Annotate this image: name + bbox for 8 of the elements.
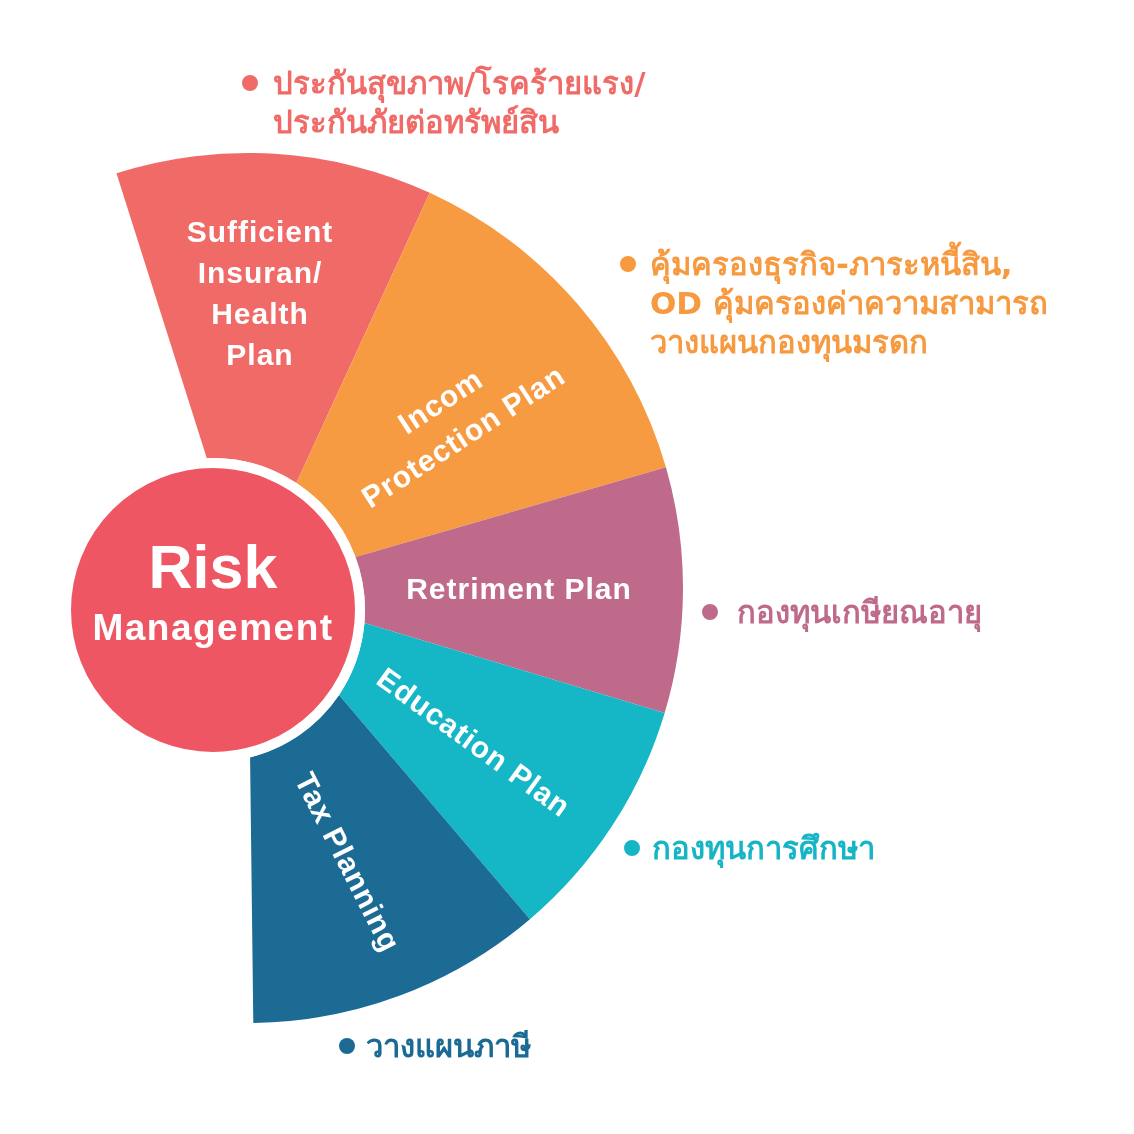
circle-subtitle: Management	[92, 607, 334, 649]
circle-title: Risk	[148, 534, 278, 602]
bullet-note: ประกันสุขภาพ/โรคร้ายแรง/ประกันภัยต่อทรัพย์สิน	[273, 63, 647, 142]
bullet-note: กองทุนการศึกษา	[652, 828, 876, 868]
bullet-note: วางแผนภาษี	[366, 1026, 532, 1066]
bullet-note: กองทุนเกษียณอายุ	[737, 592, 983, 632]
segment-label: Sufficient Insuran/ Health Plan	[185, 214, 335, 373]
segment-label: Retriment Plan	[405, 570, 633, 607]
